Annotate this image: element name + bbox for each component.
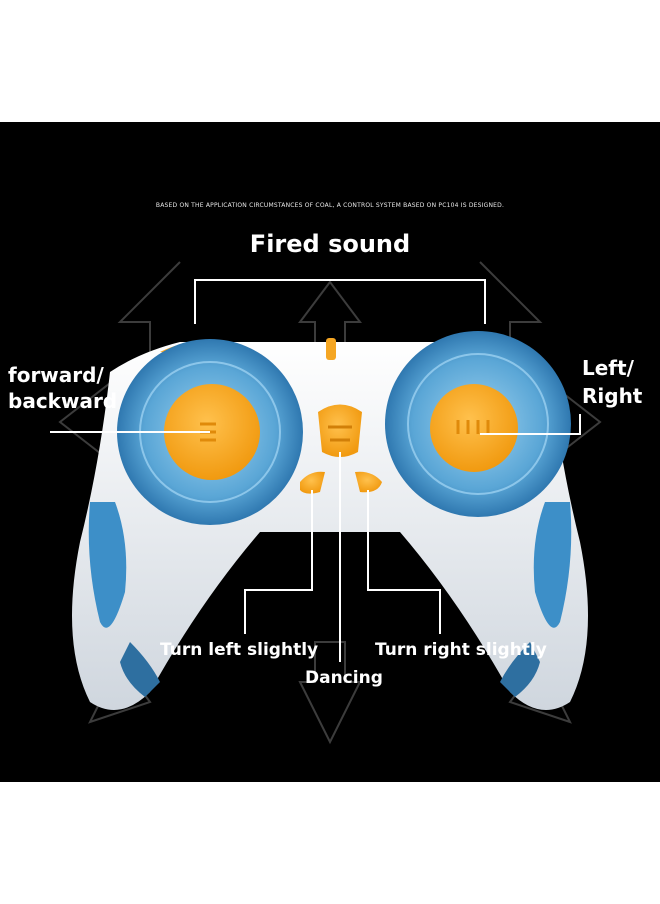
controller-illustration (50, 261, 602, 745)
left-right-label: Left/ Right (582, 354, 642, 410)
caption-text: BASED ON THE APPLICATION CIRCUMSTANCES O… (155, 202, 505, 209)
forward-label-line: forward/ (8, 363, 104, 387)
trooper-head-icon (318, 404, 362, 457)
left-label-line: Left/ (582, 356, 634, 380)
right-label-line: Right (582, 384, 643, 408)
turn-right-label: Turn right slightly (375, 640, 547, 660)
leader-lines (50, 279, 581, 662)
turn-right-button-shape (355, 471, 382, 493)
turn-left-label: Turn left slightly (160, 640, 319, 660)
backward-label-line: backward (8, 389, 118, 413)
forward-backward-label: forward/ backward (8, 362, 117, 414)
photo-panel: BASED ON THE APPLICATION CIRCUMSTANCES O… (0, 122, 660, 782)
dancing-label: Dancing (305, 668, 383, 688)
fired-sound-label: Fired sound (249, 230, 411, 258)
right-joystick (385, 331, 571, 517)
turn-left-button-shape (300, 471, 325, 494)
